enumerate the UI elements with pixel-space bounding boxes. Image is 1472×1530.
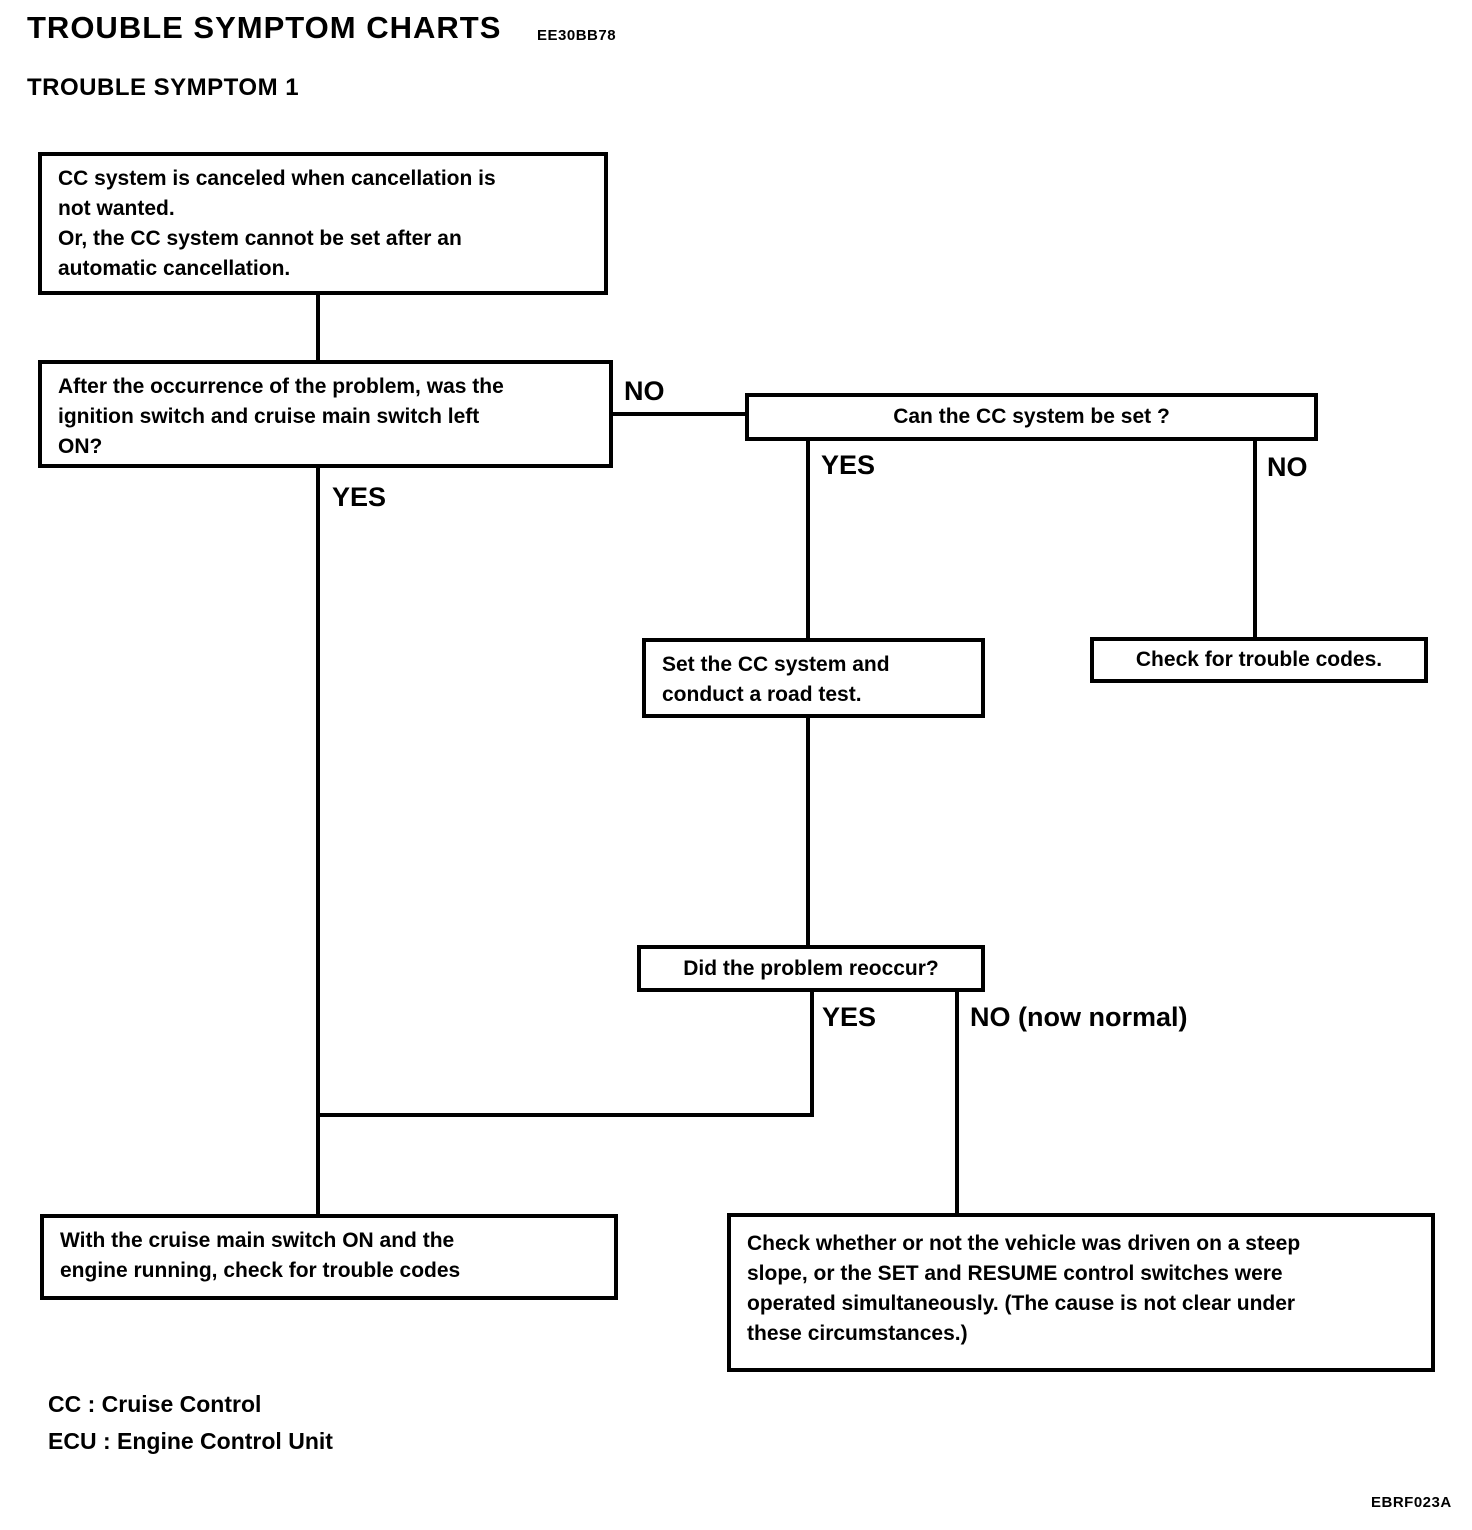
flow-box-reoccur-question-text: Did the problem reoccur? [683, 956, 939, 980]
flow-box-road-test: Set the CC system and conduct a road tes… [642, 638, 985, 718]
flow-box-check-codes: Check for trouble codes. [1090, 637, 1428, 683]
figure-code: EBRF023A [1371, 1494, 1452, 1511]
flow-box-check-slope: Check whether or not the vehicle was dri… [727, 1213, 1435, 1372]
legend-ecu: ECU : Engine Control Unit [48, 1428, 333, 1454]
connector-reoccur-yes-vertical [810, 992, 814, 1117]
flow-box-symptom: CC system is canceled when cancellation … [38, 152, 608, 295]
flow-box-ignition-question: After the occurrence of the problem, was… [38, 360, 613, 468]
flow-box-symptom-text: CC system is canceled when cancellation … [58, 167, 496, 280]
flow-box-check-slope-text: Check whether or not the vehicle was dri… [747, 1232, 1301, 1345]
flow-box-can-set-question-text: Can the CC system be set ? [893, 405, 1170, 428]
connector-roadtest-to-reoccur [806, 718, 810, 945]
connector-symptom-to-ignition [316, 295, 320, 363]
connector-canset-yes-vertical [806, 441, 810, 638]
connector-reoccur-no-vertical [955, 992, 959, 1213]
branch-label-reoccur-yes: YES [822, 1002, 877, 1032]
flow-box-road-test-text: Set the CC system and conduct a road tes… [662, 653, 890, 706]
branch-label-canset-yes: YES [821, 450, 876, 480]
branch-label-canset-no: NO [1267, 452, 1308, 482]
flow-box-check-codes-text: Check for trouble codes. [1135, 648, 1383, 671]
flow-box-reoccur-question: Did the problem reoccur? [637, 945, 985, 992]
flow-box-ignition-question-text: After the occurrence of the problem, was… [58, 375, 504, 458]
branch-label-reoccur-no: NO (now normal) [970, 1002, 1188, 1032]
connector-yes-merge-horizontal [316, 1113, 814, 1117]
legend-cc: CC : Cruise Control [48, 1391, 262, 1417]
branch-label-ignition-no: NO [624, 376, 665, 406]
page-title-code: EE30BB78 [537, 27, 617, 44]
connector-ignition-yes-vertical [316, 468, 320, 1214]
connector-canset-no-vertical [1253, 441, 1257, 637]
flow-box-can-set-question: Can the CC system be set ? [745, 393, 1318, 441]
connector-ignition-no-horizontal [613, 412, 745, 416]
branch-label-ignition-yes: YES [332, 482, 387, 512]
flow-box-check-codes-engine: With the cruise main switch ON and the e… [40, 1214, 618, 1300]
page-subtitle: TROUBLE SYMPTOM 1 [27, 74, 300, 101]
page-title: TROUBLE SYMPTOM CHARTS [27, 10, 502, 45]
flow-box-check-codes-engine-text: With the cruise main switch ON and the e… [60, 1229, 461, 1282]
